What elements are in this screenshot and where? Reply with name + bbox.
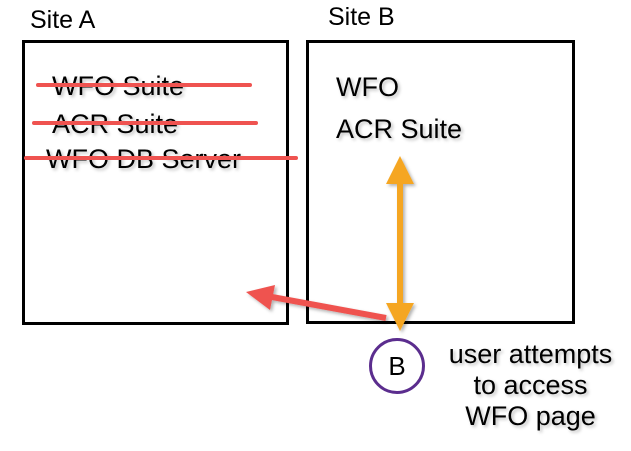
site-b-title: Site B	[328, 3, 395, 31]
user-node-label: B	[388, 350, 406, 381]
site-a-title: Site A	[30, 6, 96, 34]
site-b-box	[306, 40, 575, 324]
note-line-2: to access	[473, 370, 588, 400]
strike-wfo-db-server	[24, 156, 298, 160]
strike-acr-suite	[32, 121, 258, 125]
vertical-double-arrow	[386, 156, 414, 331]
user-note: user attempts to access WFO page	[428, 339, 631, 432]
note-line-1: user attempts	[448, 339, 613, 369]
user-node-circle: B	[369, 338, 425, 394]
site-b-item-wfo: WFO	[336, 72, 399, 102]
site-a-box	[22, 40, 289, 325]
redirect-arrow	[246, 285, 387, 321]
site-b-item-acr-suite: ACR Suite	[336, 114, 463, 144]
strike-wfo-suite	[36, 83, 252, 87]
note-line-3: WFO page	[465, 401, 596, 431]
